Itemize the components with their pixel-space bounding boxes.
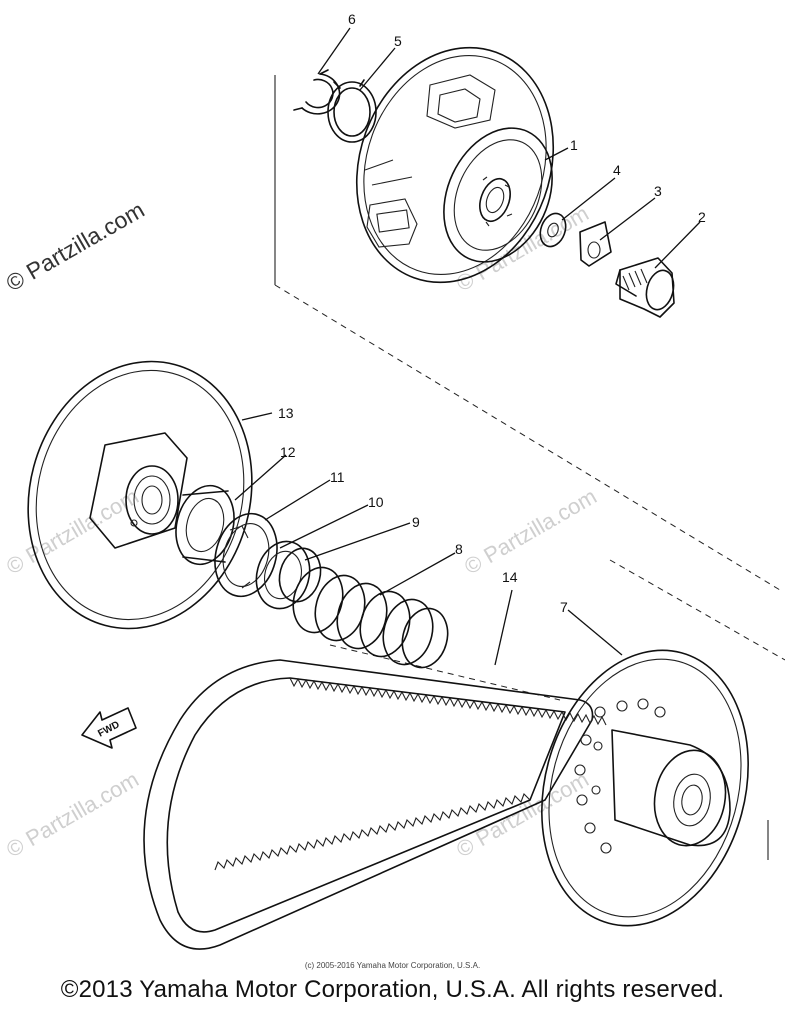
watermark-mid-right: © Partzilla.com bbox=[460, 484, 601, 580]
copyright-small: (c) 2005-2016 Yamaha Motor Corporation, … bbox=[304, 961, 481, 970]
part-12-collar bbox=[175, 484, 235, 566]
callout-7: 7 bbox=[560, 599, 568, 615]
callout-9: 9 bbox=[412, 514, 420, 530]
watermark-top: © Partzilla.com bbox=[452, 201, 593, 297]
part-8-spring bbox=[292, 566, 449, 669]
watermark-layer: © Partzilla.com © Partzilla.com © Partzi… bbox=[2, 196, 601, 862]
leader-lines bbox=[234, 27, 701, 666]
watermark-bottom-right: © Partzilla.com bbox=[452, 767, 593, 863]
callout-1: 1 bbox=[570, 137, 578, 153]
callout-6: 6 bbox=[348, 11, 356, 27]
part-10-spring-seat bbox=[255, 540, 311, 610]
sheave-holes bbox=[574, 698, 666, 854]
part-13-fixed-sheave bbox=[27, 360, 253, 630]
callout-5: 5 bbox=[394, 33, 402, 49]
assembly-guides bbox=[274, 75, 785, 860]
part-14-drive-belt bbox=[143, 659, 607, 950]
fwd-arrow-icon: FWD bbox=[81, 707, 137, 749]
callout-12: 12 bbox=[280, 444, 296, 460]
callout-numbers: 6 5 1 4 3 2 13 12 11 10 9 8 14 7 bbox=[278, 11, 706, 615]
part-3-lock-washer bbox=[579, 221, 612, 267]
callout-8: 8 bbox=[455, 541, 463, 557]
callout-4: 4 bbox=[613, 162, 621, 178]
callout-10: 10 bbox=[368, 494, 384, 510]
callout-14: 14 bbox=[502, 569, 518, 585]
callout-3: 3 bbox=[654, 183, 662, 199]
callout-11: 11 bbox=[330, 469, 345, 485]
callout-13: 13 bbox=[278, 405, 294, 421]
part-11-cam bbox=[214, 512, 278, 598]
part-5-snap-ring bbox=[327, 79, 377, 143]
part-2-bolt bbox=[615, 257, 675, 318]
watermark-primary: © Partzilla.com bbox=[2, 196, 149, 296]
part-6-circlip bbox=[293, 69, 341, 115]
callout-2: 2 bbox=[698, 209, 706, 225]
part-4-washer bbox=[539, 212, 567, 248]
copyright-main: ©2013 Yamaha Motor Corporation, U.S.A. A… bbox=[60, 976, 725, 1003]
watermark-mid-left: © Partzilla.com bbox=[2, 484, 143, 580]
watermark-bottom-left: © Partzilla.com bbox=[2, 767, 143, 863]
part-7-secondary-sheave bbox=[541, 649, 749, 927]
primary-sheave bbox=[355, 46, 555, 284]
